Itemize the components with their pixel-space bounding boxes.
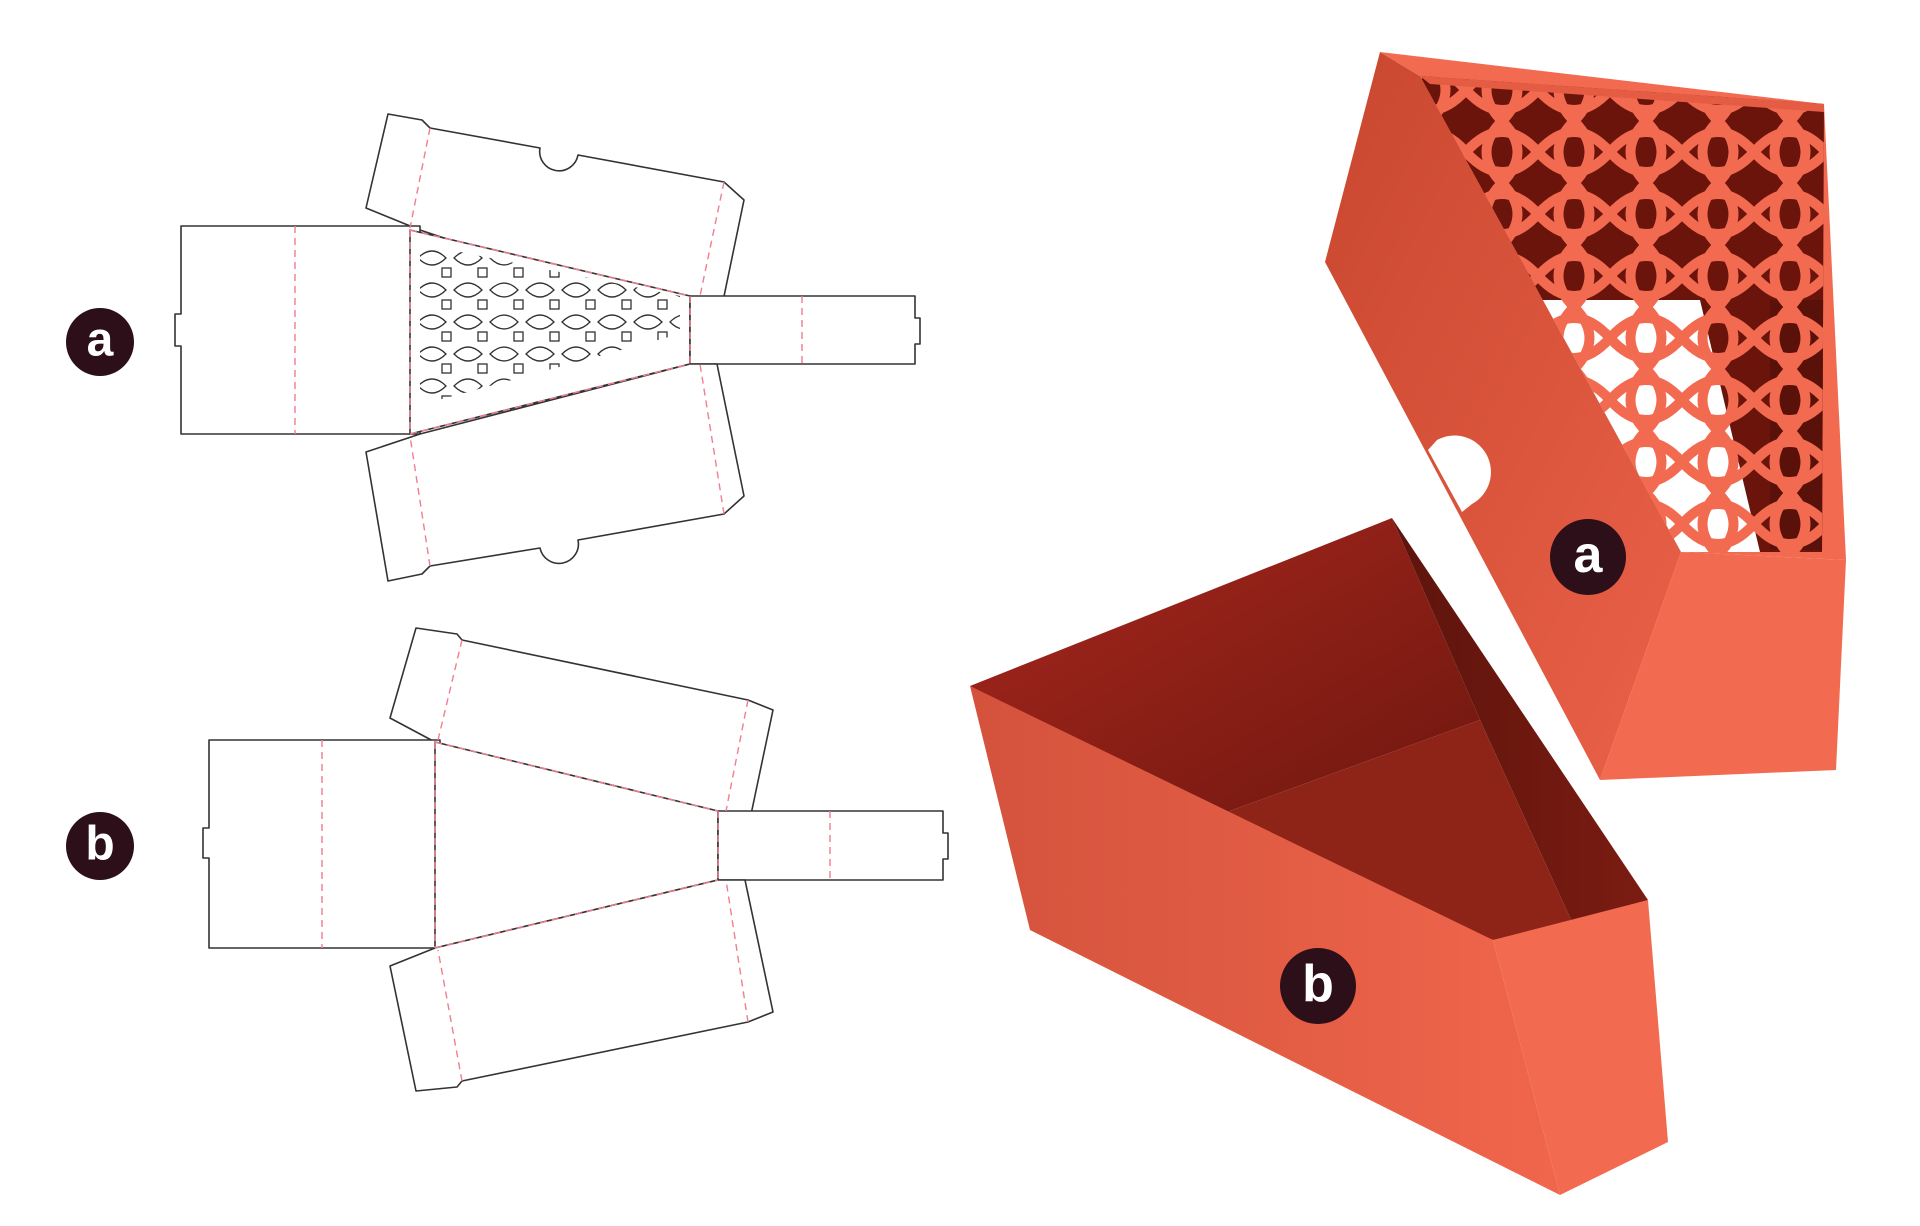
dieline-b-left-panel bbox=[202, 739, 441, 949]
label-badge-a-flat: a bbox=[66, 308, 134, 376]
dieline-b-top-flap bbox=[389, 627, 774, 844]
label-a-box-text: a bbox=[1574, 526, 1604, 584]
dieline-a-bottom-flap bbox=[365, 363, 745, 582]
label-badge-a-box: a bbox=[1550, 519, 1626, 595]
stencil-petal bbox=[561, 282, 591, 298]
label-b-flat-text: b bbox=[85, 818, 114, 871]
box-a-thumb-notch bbox=[1428, 435, 1491, 512]
stencil-petal bbox=[489, 346, 519, 362]
stencil-petal bbox=[633, 314, 663, 330]
label-badge-b-box: b bbox=[1280, 948, 1356, 1024]
stencil-square bbox=[621, 299, 632, 310]
stencil-square bbox=[513, 267, 524, 278]
stencil-petal bbox=[453, 346, 483, 362]
stencil-petal bbox=[597, 314, 627, 330]
stencil-square bbox=[585, 299, 596, 310]
label-b-box-text: b bbox=[1302, 955, 1334, 1013]
stencil-square bbox=[477, 267, 488, 278]
stencil-petal bbox=[561, 346, 591, 362]
stencil-square bbox=[441, 363, 452, 374]
stencil-square bbox=[621, 331, 632, 342]
stencil-square bbox=[441, 331, 452, 342]
box-a-3d bbox=[1325, 52, 1846, 780]
stencil-petal bbox=[453, 282, 483, 298]
stencil-petal bbox=[525, 346, 555, 362]
dieline-a bbox=[174, 113, 921, 582]
stencil-petal bbox=[489, 314, 519, 330]
stencil-square bbox=[477, 299, 488, 310]
stencil-square bbox=[657, 299, 668, 310]
box-a-long-side bbox=[1325, 52, 1681, 780]
box-a-end-face bbox=[1600, 552, 1846, 780]
stencil-square bbox=[513, 331, 524, 342]
stencil-square bbox=[585, 331, 596, 342]
stencil-petal bbox=[525, 282, 555, 298]
stencil-petal bbox=[561, 314, 591, 330]
stencil-square bbox=[549, 331, 560, 342]
box-b-interior-back bbox=[970, 518, 1480, 820]
dieline-b-right-tab bbox=[717, 810, 949, 881]
stencil-petal bbox=[420, 378, 447, 394]
stencil-petal bbox=[453, 378, 483, 394]
box-b-end-face bbox=[1493, 900, 1668, 1195]
dieline-a-left-panel bbox=[174, 225, 421, 435]
lid-stencil-cross-petal bbox=[1420, 489, 1451, 552]
stencil-petal bbox=[453, 314, 483, 330]
stencil-square bbox=[513, 363, 524, 374]
stencil-petal bbox=[669, 314, 680, 330]
stencil-petal bbox=[420, 282, 447, 298]
stencil-petal bbox=[420, 346, 447, 362]
lid-stencil-cross-petal bbox=[1769, 489, 1811, 552]
stencil-square bbox=[549, 299, 560, 310]
lid-stencil-cross-petal bbox=[1697, 489, 1739, 552]
dieline-a-top-flap bbox=[365, 113, 745, 331]
stencil-square bbox=[513, 299, 524, 310]
box-b-3d bbox=[970, 518, 1668, 1195]
label-a-flat-text: a bbox=[87, 314, 114, 367]
stencil-square bbox=[441, 299, 452, 310]
stencil-square bbox=[477, 331, 488, 342]
box-b-interior-floor bbox=[1205, 720, 1572, 940]
dieline-a-right-tab bbox=[689, 295, 921, 365]
box-b-interior-side bbox=[1392, 518, 1648, 922]
stencil-square bbox=[477, 363, 488, 374]
stencil-petal bbox=[420, 250, 447, 266]
stencil-petal bbox=[420, 314, 447, 330]
label-badge-b-flat: b bbox=[66, 812, 134, 880]
stencil-petal bbox=[489, 282, 519, 298]
stencil-petal bbox=[597, 282, 627, 298]
stencil-petal bbox=[525, 314, 555, 330]
box-b-front-face bbox=[970, 686, 1560, 1195]
stencil-square bbox=[441, 267, 452, 278]
dieline-b bbox=[202, 627, 949, 1092]
